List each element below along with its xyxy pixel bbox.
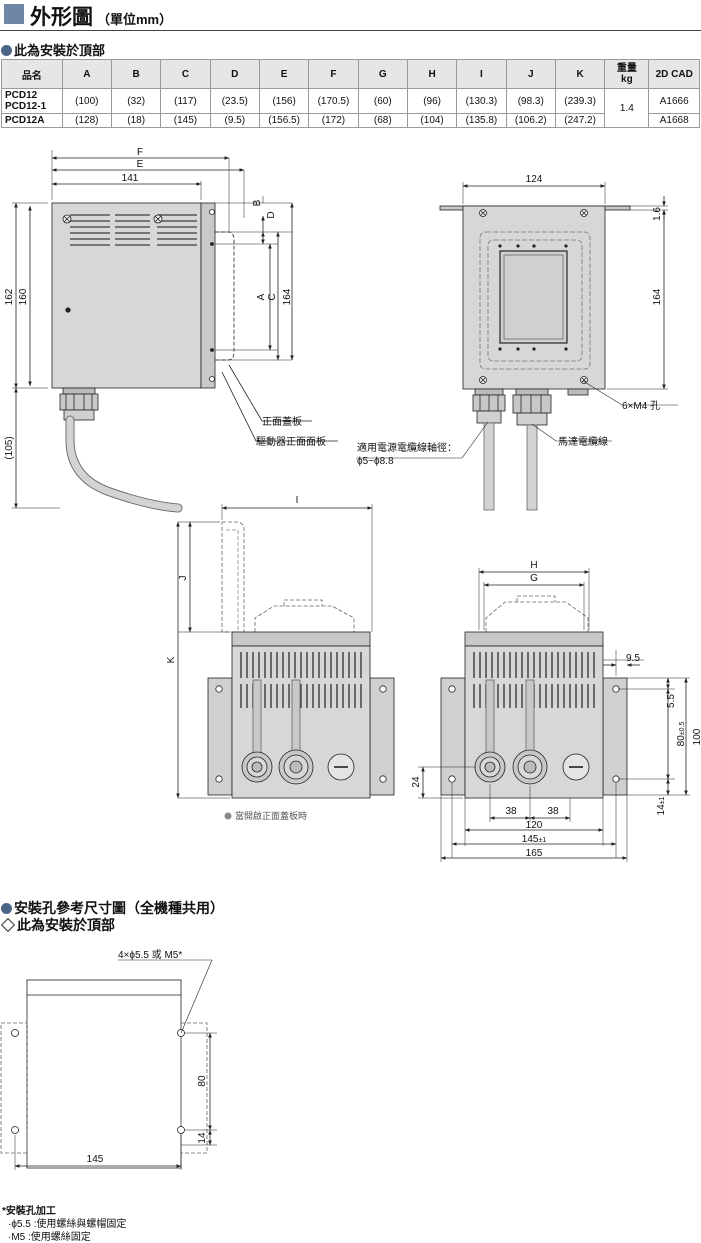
mounting-hole-drawing: 4×ϕ5.5 或 M5* 80 14 145 — [0, 949, 217, 1170]
dim-145-value: 145 — [522, 834, 539, 845]
cell-cad-link[interactable]: A1668 — [648, 113, 700, 128]
dim-b-label: B — [252, 199, 263, 206]
table-header-row: 品名 A B C D E F G H I J K 重量 kg 2D CAD — [1, 59, 700, 89]
header-square-icon — [4, 4, 24, 24]
dim-80-tolerance: ±0.5 — [679, 722, 686, 736]
col-i: I — [456, 59, 507, 89]
dim-d-label: D — [266, 211, 277, 218]
dim-14-tolerance: ±1 — [659, 796, 666, 804]
dim-124-label: 124 — [526, 174, 543, 185]
cell-k: (239.3) — [554, 88, 606, 114]
dim-1-6-label: 1.6 — [652, 207, 663, 221]
col-j: J — [505, 59, 556, 89]
mount-dim-14-label: 14 — [197, 1132, 208, 1144]
power-cable-diameter-label: 適用電源電纜線軸徑： — [357, 441, 457, 454]
bullet-icon — [1, 903, 12, 914]
table-row: PCD12 PCD12-1 (100) (32) (117) (23.5) (1… — [1, 88, 700, 128]
dimension-table: 品名 A B C D E F G H I J K 重量 kg 2D CAD PC… — [1, 59, 700, 128]
dim-160-label: 160 — [18, 288, 29, 305]
dim-165-label: 165 — [526, 848, 543, 859]
cell-d: (9.5) — [209, 113, 260, 128]
bullet-icon — [1, 45, 12, 56]
dim-141-label: 141 — [122, 173, 139, 184]
cell-weight: 1.4 — [604, 88, 650, 128]
mount-dim-80-label: 80 — [197, 1075, 208, 1087]
motor-cable-label: 馬達電纜線 — [558, 435, 608, 448]
dim-38-left-label: 38 — [505, 806, 517, 817]
col-k: K — [554, 59, 606, 89]
col-a: A — [61, 59, 112, 89]
dim-i-label: I — [296, 495, 299, 506]
dim-80-value: 80 — [676, 735, 687, 747]
cell-f: (172) — [308, 113, 359, 128]
col-c: C — [160, 59, 211, 89]
cell-cad-link[interactable]: A1666 — [648, 88, 700, 114]
dim-f-label: F — [137, 147, 143, 158]
power-cable-range-label: ϕ5~ϕ8.8 — [357, 456, 394, 467]
section-mounting-heading: 安裝孔參考尺寸圖（全機種共用） — [1, 898, 224, 918]
notes-title: *安裝孔加工 — [2, 1206, 56, 1217]
diamond-bullet-icon — [0, 917, 16, 933]
dim-5-5-label: 5.5 — [666, 694, 677, 708]
screw-holes-label: 6×M4 孔 — [622, 400, 660, 412]
cell-c: (117) — [160, 88, 211, 114]
dim-145-label: 145±1 — [522, 834, 547, 845]
section-top-mount-heading: 此為安裝於頂部 — [1, 40, 105, 59]
dim-9-5-label: 9.5 — [626, 653, 640, 664]
page-title: 外形圖（單位mm） — [30, 6, 173, 29]
mount-holes-label: 4×ϕ5.5 或 M5* — [118, 949, 182, 961]
dim-e-label: E — [137, 159, 144, 170]
cell-e: (156) — [258, 88, 310, 114]
dim-164-label: 164 — [282, 288, 293, 305]
page-header: 外形圖（單位mm） — [0, 0, 701, 34]
mount-dim-145-label: 145 — [87, 1154, 104, 1165]
note-line-2: ·M5 :使用螺絲固定 — [8, 1232, 91, 1243]
col-f: F — [308, 59, 359, 89]
col-cad: 2D CAD — [648, 59, 700, 89]
dim-14-label: 14±1 — [656, 796, 667, 815]
dim-24-label: 24 — [411, 776, 422, 788]
col-d: D — [209, 59, 260, 89]
cell-a: (128) — [61, 113, 112, 128]
open-cover-caption: 當開啟正面蓋板時 — [235, 810, 307, 821]
dim-c-label: C — [267, 293, 278, 300]
dim-38-right-label: 38 — [547, 806, 559, 817]
cell-model: PCD12A — [1, 113, 63, 128]
dim-j-label: J — [178, 576, 189, 581]
cell-b: (32) — [110, 88, 162, 114]
cell-k: (247.2) — [554, 113, 606, 128]
front-cover-label: 正面蓋板 — [262, 415, 302, 428]
front-view-drawing: 124 1.6 164 6×M4 孔 適用電源電纜線軸徑： ϕ5~ϕ8.8 馬達… — [356, 174, 678, 511]
dim-120-label: 120 — [526, 820, 543, 831]
section-mounting-subheading: 此為安裝於頂部 — [0, 915, 115, 935]
cell-e: (156.5) — [258, 113, 310, 128]
dim-a-label: A — [256, 293, 267, 300]
col-b: B — [110, 59, 162, 89]
dim-80-label: 80±0.5 — [676, 722, 687, 747]
dim-k-label: K — [166, 656, 177, 663]
dim-14-value: 14 — [656, 804, 667, 816]
cell-j: (106.2) — [505, 113, 556, 128]
dim-105-label: (105) — [4, 436, 15, 459]
dim-164-front-label: 164 — [652, 288, 663, 305]
table-row: PCD12A (128) (18) (145) (9.5) (156.5) (1… — [1, 113, 700, 128]
cell-f: (170.5) — [308, 88, 359, 114]
open-cover-view-drawing: I J K 當開啟正面蓋板時 — [166, 495, 395, 821]
cell-j: (98.3) — [505, 88, 556, 114]
unit-label: （單位mm） — [97, 12, 173, 27]
driver-front-panel-label: 驅動器正面面板 — [256, 435, 326, 448]
dim-145-tolerance: ±1 — [538, 837, 546, 844]
dim-162-label: 162 — [4, 288, 15, 305]
cell-a: (100) — [61, 88, 112, 114]
note-line-1: ·ϕ5.5 :使用螺絲與螺帽固定 — [8, 1219, 127, 1230]
header-rule — [0, 30, 701, 31]
dim-g-label: G — [530, 573, 538, 584]
side-view-drawing: F E 141 162 160 (105) B D A C 164 正面蓋板 驅… — [4, 147, 338, 513]
dim-h-label: H — [530, 560, 537, 571]
bottom-view-drawing: H G 9.5 5.5 80±0.5 100 24 14±1 38 38 120… — [411, 560, 701, 862]
dim-100-label: 100 — [692, 728, 701, 745]
